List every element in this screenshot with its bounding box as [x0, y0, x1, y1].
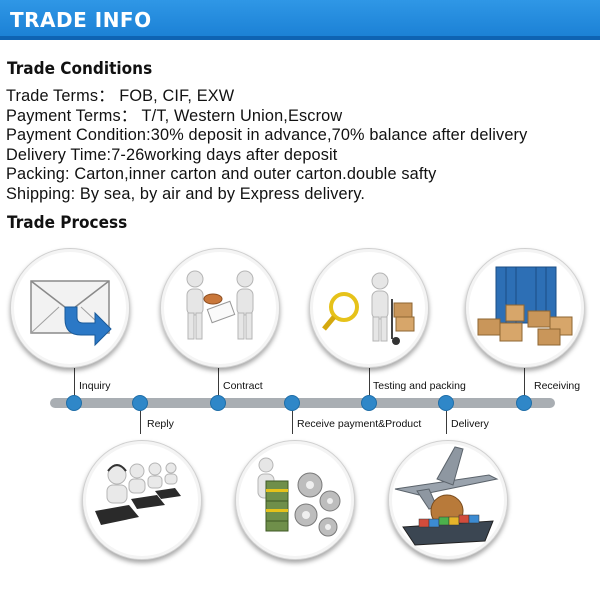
connector-receive-payment: [292, 404, 293, 434]
testing-circle: [309, 248, 429, 368]
contract-circle: [160, 248, 280, 368]
step-label-reply: Reply: [147, 418, 174, 430]
step-label-inquiry: Inquiry: [79, 380, 111, 392]
connector-contract: [218, 368, 219, 404]
receive-payment-circle: [235, 440, 355, 560]
packing-line: Packing: Carton,inner carton and outer c…: [6, 165, 437, 184]
timeline-dot-inquiry: [66, 395, 82, 411]
timeline-dot-receiving: [516, 395, 532, 411]
payment-terms-line: Payment Terms： T/T, Western Union,Escrow: [6, 106, 343, 125]
inquiry-circle: [10, 248, 130, 368]
timeline-bar: [50, 398, 555, 408]
connector-delivery: [446, 404, 447, 434]
step-label-contract: Contract: [223, 380, 263, 392]
timeline-dot-contract: [210, 395, 226, 411]
connector-testing: [369, 368, 370, 404]
money-gears-icon: [257, 457, 341, 537]
timeline-dot-delivery: [438, 395, 454, 411]
envelope-icon: [30, 280, 112, 347]
call-center-icon: [95, 462, 181, 525]
reply-circle: [82, 440, 202, 560]
timeline-dot-reply: [132, 395, 148, 411]
handshake-icon: [186, 270, 254, 340]
airplane-ship-icon: [394, 446, 499, 546]
delivery-time-line: Delivery Time:7-26working days after dep…: [6, 145, 338, 164]
step-label-receiving: Receiving: [534, 380, 581, 392]
timeline-dot-testing: [361, 395, 377, 411]
container-boxes-icon: [477, 266, 573, 346]
header-bar: TRADE INFO: [0, 0, 600, 40]
delivery-circle: [388, 440, 508, 560]
step-label-delivery: Delivery: [451, 418, 489, 430]
trade-terms-line: Trade Terms： FOB, CIF, EXW: [6, 87, 235, 105]
header-stripe: [0, 36, 600, 40]
connector-reply: [140, 404, 141, 434]
page-title: TRADE INFO: [10, 8, 152, 32]
connector-receiving: [524, 368, 525, 404]
payment-condition-line: Payment Condition:30% deposit in advance…: [6, 126, 528, 145]
receiving-circle: [465, 248, 585, 368]
trade-conditions-list: Trade Terms： FOB, CIF, EXW Payment Terms…: [6, 87, 527, 205]
step-label-receive-payment: Receive payment&Product: [297, 418, 422, 430]
trade-conditions-heading: Trade Conditions: [7, 59, 153, 79]
connector-inquiry: [74, 368, 75, 404]
step-label-testing: Testing and packing: [373, 380, 466, 392]
timeline-dot-receive-payment: [284, 395, 300, 411]
shipping-line: Shipping: By sea, by air and by Express …: [6, 184, 366, 203]
packing-trolley-icon: [322, 272, 415, 345]
trade-process-heading: Trade Process: [7, 213, 128, 233]
